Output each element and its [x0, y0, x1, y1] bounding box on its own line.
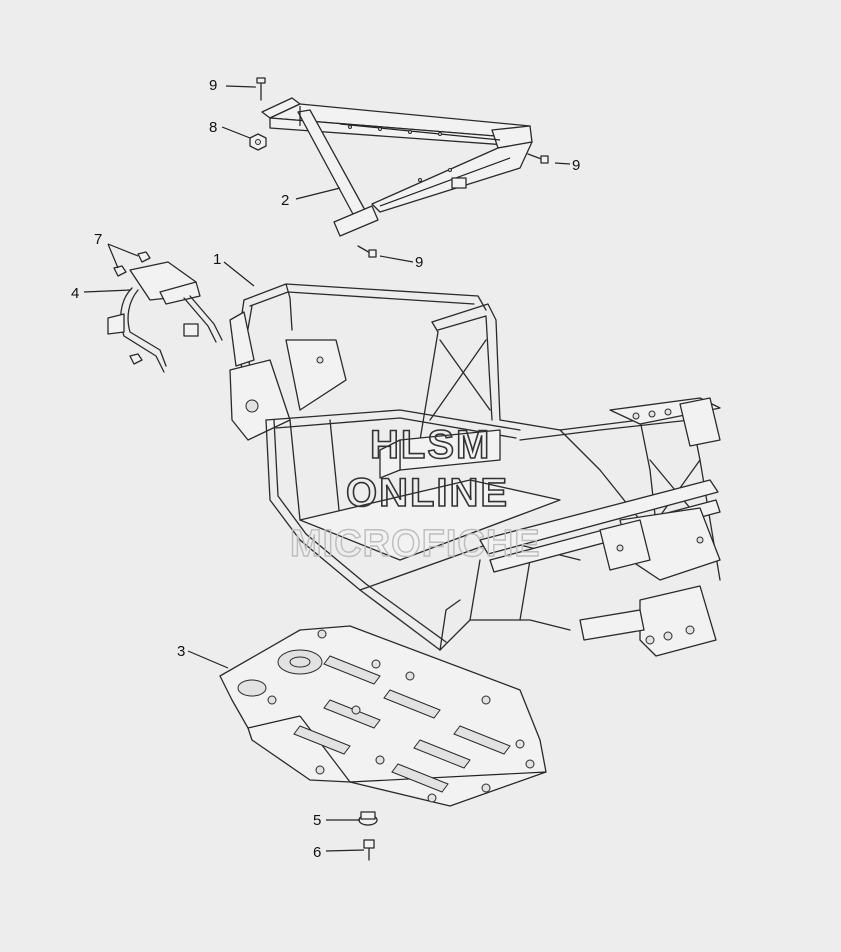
callout-1: 1 [213, 251, 221, 268]
callout-9-lower: 9 [415, 254, 423, 271]
callout-8: 8 [209, 119, 217, 136]
leader-lines [83, 85, 571, 852]
watermark-line-2: ONLINE [346, 471, 509, 515]
nut-8 [249, 133, 267, 151]
main-frame-part-1 [229, 283, 721, 657]
callout-4: 4 [71, 285, 79, 302]
bolt-6 [363, 839, 375, 861]
watermark-line-3: MICROFICHE [290, 523, 541, 565]
callout-3: 3 [177, 643, 185, 660]
callout-6: 6 [313, 844, 321, 861]
upper-brace-part-2 [261, 97, 533, 237]
watermark-line-1: HLSM [370, 423, 491, 467]
callout-5: 5 [313, 812, 321, 829]
bolt-9-top [256, 77, 266, 101]
nut-5 [358, 811, 378, 826]
callout-7: 7 [94, 231, 102, 248]
bolt-9-lower [357, 245, 377, 258]
skid-plate-part-3 [219, 625, 547, 807]
callout-9-top: 9 [209, 77, 217, 94]
callout-9-right: 9 [572, 157, 580, 174]
callout-2: 2 [281, 192, 289, 209]
bolts-7 [113, 251, 151, 365]
bolt-9-right [527, 153, 549, 164]
bracket-part-4 [107, 261, 223, 373]
